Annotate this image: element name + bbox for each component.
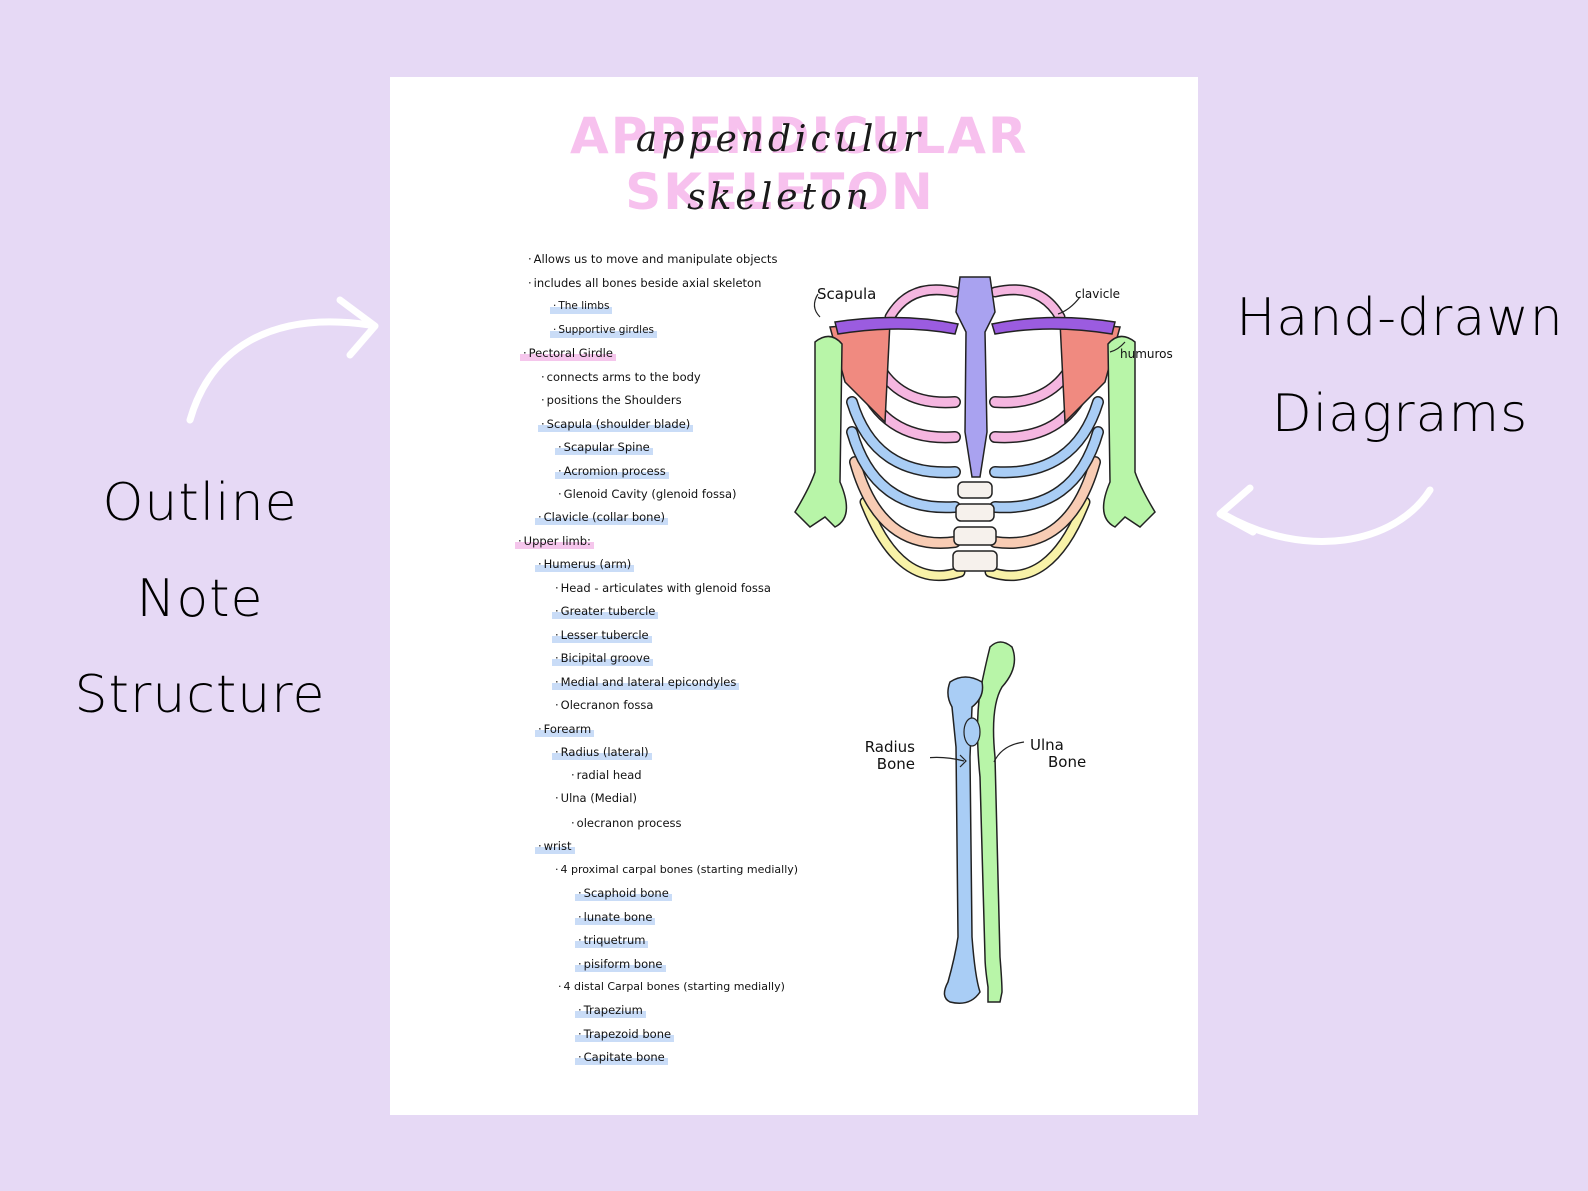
radius-label-line1: Radius <box>864 738 915 756</box>
note-item: positions the Shoulders <box>538 392 685 408</box>
title-script-line1: appendicular <box>635 119 925 160</box>
right-caption: Hand-drawn Diagrams <box>1230 270 1570 462</box>
radius-label: Radius Bone <box>830 739 915 773</box>
left-caption: Outline Note Structure <box>40 455 360 743</box>
title-script-line2: skeleton <box>687 177 873 218</box>
note-item: Ulna (Medial) <box>552 790 640 806</box>
note-item: Trapezoid bone <box>575 1026 675 1042</box>
note-item: Radius (lateral) <box>552 744 652 760</box>
note-item: Pectoral Girdle <box>520 345 616 361</box>
note-item: Upper limb: <box>515 533 594 549</box>
note-item: Clavicle (collar bone) <box>535 509 669 525</box>
note-item: Humerus (arm) <box>535 556 635 572</box>
sheet-title: APPENDICULAR SKELETON appendicular skele… <box>570 97 1029 227</box>
note-item: Trapezium <box>575 1002 646 1018</box>
clavicle-label: clavicle <box>1075 287 1121 301</box>
humerus-label: humuros <box>1120 347 1173 361</box>
rib-cage-diagram <box>794 276 1156 582</box>
ulna-label-line2: Bone <box>1048 753 1087 771</box>
note-item: Supportive girdles <box>550 322 658 338</box>
note-item: Greater tubercle <box>552 603 659 619</box>
left-arrow-icon <box>186 296 379 424</box>
note-item: includes all bones beside axial skeleton <box>525 275 764 291</box>
note-item: Bicipital groove <box>552 650 653 666</box>
note-item: Acromion process <box>555 463 669 479</box>
note-item: Forearm <box>535 721 595 737</box>
note-item: lunate bone <box>575 909 656 925</box>
note-item: 4 proximal carpal bones (starting medial… <box>552 862 801 878</box>
note-item: Scapular Spine <box>555 439 653 455</box>
right-caption-line2: Diagrams <box>1271 384 1529 444</box>
note-item: Olecranon fossa <box>552 697 656 713</box>
right-caption-line1: Hand-drawn <box>1236 288 1564 348</box>
note-item: Medial and lateral epicondyles <box>552 674 740 690</box>
title-highlight-line1: APPENDICULAR <box>570 107 1029 165</box>
note-item: Lesser tubercle <box>552 627 652 643</box>
note-item: Allows us to move and manipulate objects <box>525 251 780 267</box>
left-caption-line1: Outline Note <box>102 473 298 629</box>
note-item: Scapula (shoulder blade) <box>538 416 694 432</box>
forearm-diagram <box>930 641 1025 1004</box>
right-arrow-icon <box>1216 484 1434 545</box>
title-highlight-line2: SKELETON <box>625 163 935 221</box>
note-item: triquetrum <box>575 932 649 948</box>
note-item: radial head <box>568 767 645 783</box>
ulna-label-line1: Ulna <box>1030 736 1064 754</box>
note-item: connects arms to the body <box>538 369 704 385</box>
notes-sheet: APPENDICULAR SKELETON appendicular skele… <box>390 77 1198 1115</box>
scapula-label: Scapula <box>817 285 877 303</box>
note-item: wrist <box>535 838 575 854</box>
ulna-label: Ulna Bone <box>1030 737 1086 771</box>
left-caption-line2: Structure <box>74 665 326 725</box>
note-item: Head - articulates with glenoid fossa <box>552 580 774 596</box>
note-item: Capitate bone <box>575 1049 668 1065</box>
note-item: Scaphoid bone <box>575 885 672 901</box>
note-item: olecranon process <box>568 815 685 831</box>
note-item: The limbs <box>550 298 613 314</box>
note-item: 4 distal Carpal bones (starting medially… <box>555 979 788 995</box>
note-item: pisiform bone <box>575 956 666 972</box>
note-item: Glenoid Cavity (glenoid fossa) <box>555 486 740 502</box>
radius-label-line2: Bone <box>876 755 915 773</box>
